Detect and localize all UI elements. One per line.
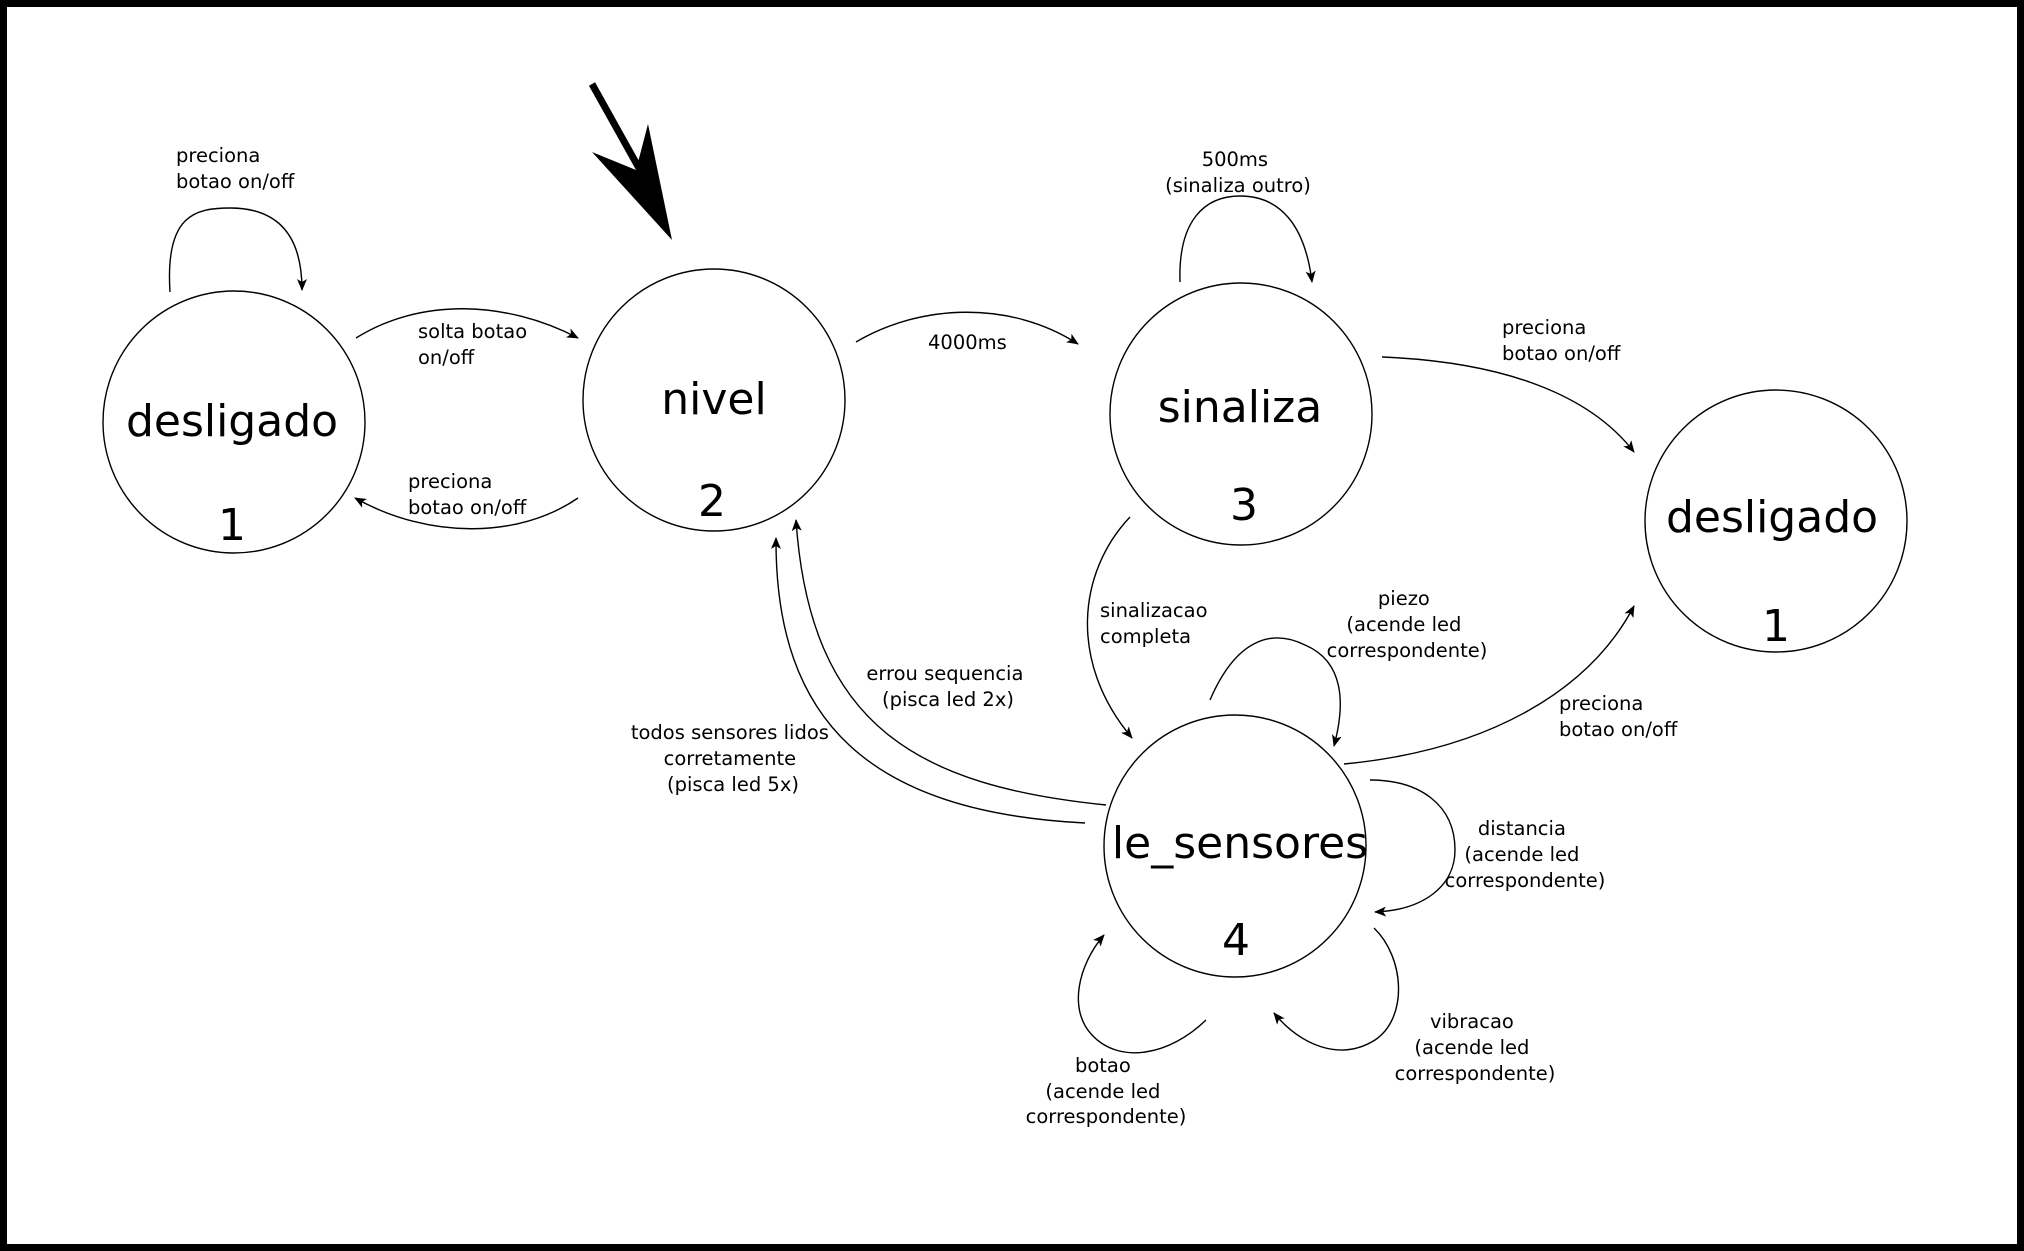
state-nivel: nivel 2 — [582, 268, 846, 532]
label-nivel-to-sinaliza: 4000ms — [928, 331, 1007, 354]
initial-state-arrow — [588, 82, 672, 240]
state-name: nivel — [661, 374, 766, 425]
label-self-botao: botao (acende led correspondente) — [1026, 1054, 1187, 1128]
transition-le-sensores-to-nivel-ok — [770, 537, 1086, 824]
state-desligado-right: desligado 1 — [1644, 389, 1908, 653]
transition-le-sensores-to-desligado — [1343, 605, 1635, 765]
transition-self-piezo — [1209, 637, 1342, 747]
label-sinaliza-to-desligado: preciona botao on/off — [1502, 316, 1621, 365]
state-number: 1 — [218, 500, 246, 551]
label-le-sensores-to-nivel-ok: todos sensores lidos corretamente (pisca… — [631, 721, 835, 796]
state-sinaliza: sinaliza 3 — [1109, 282, 1373, 546]
state-name: le_sensores — [1112, 818, 1368, 869]
label-self-sinaliza: 500ms (sinaliza outro) — [1165, 148, 1311, 197]
state-name: desligado — [1666, 492, 1878, 543]
label-self-desligado: preciona botao on/off — [176, 144, 295, 193]
transition-self-distancia — [1369, 779, 1456, 917]
label-self-distancia: distancia (acende led correspondente) — [1445, 817, 1606, 892]
label-desligado-to-nivel: solta botao on/off — [418, 320, 533, 369]
transition-desligado-to-nivel — [355, 308, 579, 339]
label-le-sensores-to-desligado: preciona botao on/off — [1559, 692, 1678, 741]
state-number: 1 — [1762, 601, 1790, 652]
transition-le-sensores-to-nivel-erro — [791, 519, 1107, 806]
state-desligado-left: desligado 1 — [102, 290, 366, 554]
label-sinaliza-to-le-sensores: sinalizacao completa — [1100, 599, 1214, 648]
transition-sinaliza-to-le-sensores — [1086, 516, 1133, 739]
transition-self-desligado — [168, 207, 307, 293]
state-number: 3 — [1230, 480, 1258, 531]
label-nivel-to-desligado: preciona botao on/off — [408, 470, 527, 519]
transition-self-botao — [1077, 934, 1207, 1054]
state-number: 2 — [698, 476, 726, 527]
label-self-vibracao: vibracao (acende led correspondente) — [1395, 1010, 1556, 1085]
state-number: 4 — [1222, 915, 1250, 966]
state-name: desligado — [126, 396, 338, 447]
transition-nivel-to-desligado — [354, 497, 579, 530]
transition-self-vibracao — [1273, 927, 1400, 1051]
transition-nivel-to-sinaliza — [855, 311, 1079, 345]
state-le-sensores: le_sensores 4 — [1103, 714, 1368, 978]
transition-sinaliza-to-desligado — [1381, 356, 1635, 453]
label-self-piezo: piezo (acende led correspondente) — [1327, 587, 1488, 662]
transition-self-sinaliza — [1179, 195, 1316, 283]
state-name: sinaliza — [1158, 382, 1323, 433]
label-le-sensores-to-nivel-erro: errou sequencia (pisca led 2x) — [866, 662, 1029, 711]
